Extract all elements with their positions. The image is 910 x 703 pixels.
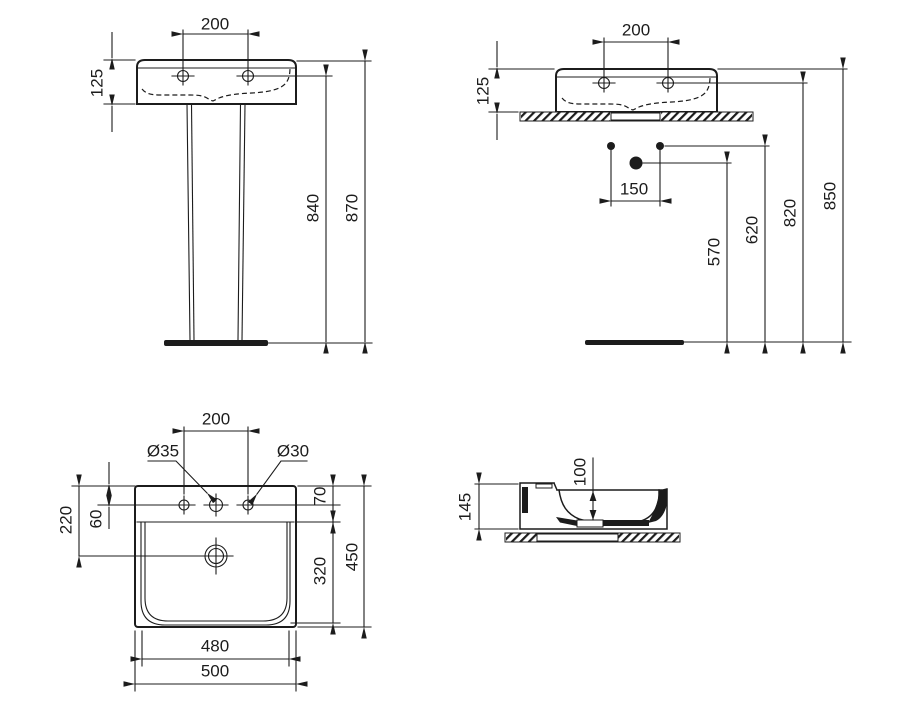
fixing-dot-stems	[610, 149, 661, 207]
dim-tap-centres-label: 200	[201, 15, 229, 34]
dim-bowl-width-label: 480	[201, 637, 229, 656]
dim-rim-depth-label: 125	[474, 77, 493, 105]
extension-lines	[103, 29, 372, 105]
dim-arrow-up	[589, 491, 597, 501]
tap-hole-crosshair	[592, 73, 680, 93]
leader-dia-30	[247, 460, 308, 506]
view-front-pedestal: 200 125 840 870	[88, 15, 373, 354]
dim-back-to-waste-label: 220	[57, 506, 76, 534]
extension-lines	[488, 68, 848, 164]
bottom-right-section	[603, 520, 649, 526]
leader-dia-35	[147, 460, 218, 504]
dim-back-ledge-label: 70	[311, 487, 330, 506]
hole-dia-30-label: Ø30	[277, 442, 309, 461]
extension-lines-tap	[603, 37, 669, 74]
floor-thick-bar	[585, 340, 684, 345]
front-wall-section	[648, 489, 667, 523]
view-front-wall: 150 125 200 570 620 820 850	[474, 21, 852, 354]
dim-bowl-inner-depth-label: 100	[571, 458, 590, 486]
dim-fixing-centres-label: 150	[620, 180, 648, 199]
hole-dia-35-label: Ø35	[147, 442, 179, 461]
dim-rim-depth-label: 125	[88, 69, 107, 97]
dim-tap-height-label: 840	[304, 194, 323, 222]
extension-lines	[474, 483, 519, 530]
dim-arrow-down	[589, 510, 597, 520]
bottom-left-section	[556, 517, 577, 526]
bowl-interior-curve	[558, 489, 660, 525]
dim-bowl-depth-label: 320	[311, 557, 330, 585]
back-wall-section	[522, 487, 528, 513]
dim-fixing-height-label: 620	[743, 216, 762, 244]
basin-inner-contour	[141, 67, 291, 102]
bowl-contour-inner	[144, 521, 288, 622]
wall-shelf-hatch	[519, 111, 754, 122]
dim-tap-centres-label: 200	[202, 410, 230, 429]
waste-outlet-dot	[629, 156, 643, 170]
dim-waste-height-label: 570	[705, 238, 724, 266]
fixing-hole-dot	[656, 142, 664, 150]
dim-tap-centres-label: 200	[622, 21, 650, 40]
waste-slot	[576, 519, 604, 528]
extension-lines-bottom	[134, 630, 297, 692]
dim-overall-height-label: 870	[343, 194, 362, 222]
fixing-hole-dot	[607, 142, 615, 150]
tap-hole-slot	[535, 483, 553, 489]
wall-shelf-hatch	[504, 532, 681, 543]
dim-back-to-taps-label: 60	[87, 510, 106, 529]
basin-inner-contour	[561, 76, 711, 111]
view-side-section: 145 100	[456, 457, 681, 543]
basin-outline	[555, 68, 718, 113]
pedestal-base	[164, 340, 268, 346]
view-plan: 200 Ø35 Ø30 220 60 70 320 450 480 500	[57, 410, 372, 692]
waste-outlet-plan	[78, 537, 234, 575]
pedestal	[164, 103, 268, 346]
dim-tap-height-label: 820	[781, 199, 800, 227]
bowl-contour-outer	[140, 521, 291, 626]
tap-hole-crosshair	[171, 66, 260, 86]
extension-lines-tap	[183, 426, 249, 495]
basin-outline	[136, 59, 297, 105]
dim-body-height-label: 145	[456, 493, 475, 521]
dim-overall-height-label: 850	[821, 182, 840, 210]
section-outline	[519, 482, 668, 530]
dim-overall-depth-label: 450	[343, 543, 362, 571]
dim-overall-width-label: 500	[201, 662, 229, 681]
